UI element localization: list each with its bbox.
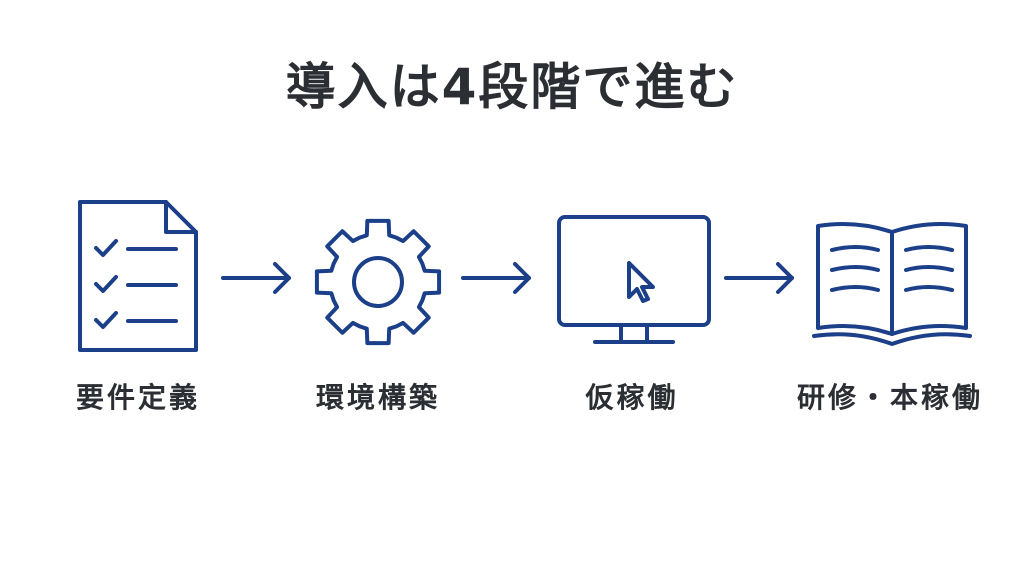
step-label-requirements: 要件定義 <box>75 381 200 414</box>
arrow-right-icon <box>724 258 796 302</box>
monitor-cursor-icon <box>555 213 715 349</box>
page-title: 導入は4段階で進む <box>285 58 739 116</box>
step-label-environment: 環境構築 <box>315 381 440 414</box>
gear-icon <box>308 212 448 352</box>
step-label-training-launch: 研修・本稼働 <box>796 381 983 414</box>
checklist-document-icon <box>76 198 200 356</box>
arrow-right-icon <box>461 258 533 302</box>
arrow-right-icon <box>221 258 293 302</box>
open-book-icon <box>810 212 974 352</box>
step-label-trial-run: 仮稼働 <box>585 381 679 414</box>
